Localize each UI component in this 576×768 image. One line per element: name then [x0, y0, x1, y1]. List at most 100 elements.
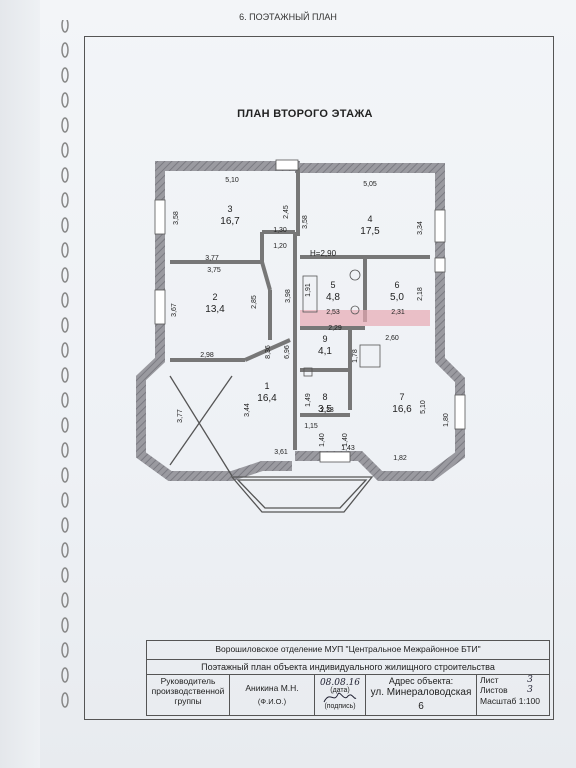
- dimension-label: 1,20: [273, 243, 287, 250]
- org-text: Ворошиловское отделение МУП "Центральное…: [215, 644, 481, 654]
- dimension-label: 5,10: [420, 400, 427, 414]
- binding-ring: [61, 92, 69, 108]
- dimension-label: 3,75: [207, 267, 221, 274]
- sheet-cell: [476, 674, 550, 716]
- room-area: 17,5: [360, 226, 380, 237]
- sheet-num: 3: [527, 675, 533, 685]
- binding-ring: [61, 592, 69, 608]
- windows: [154, 159, 466, 463]
- dimension-label: 1,80: [443, 413, 450, 427]
- dimension-label: 2,29: [328, 325, 342, 332]
- sign-label: (подпись): [324, 703, 356, 710]
- dimension-label: 3,34: [417, 221, 424, 235]
- binding-ring: [61, 20, 69, 33]
- binding-ring: [61, 367, 69, 383]
- binding-ring: [61, 642, 69, 658]
- dimension-label: 1,30: [273, 227, 287, 234]
- binding-ring: [61, 67, 69, 83]
- title-block: Ворошиловское отделение МУП "Центральное…: [146, 640, 550, 716]
- dimension-label: 3,77: [177, 409, 184, 423]
- doc-text: Поэтажный план объекта индивидуального ж…: [201, 662, 495, 672]
- binding-ring: [61, 617, 69, 633]
- binding-ring: [61, 492, 69, 508]
- room-number: 3: [227, 204, 232, 214]
- room-number: 1: [264, 381, 269, 391]
- date-label: (дата): [330, 687, 350, 694]
- dimension-label: 2,45: [283, 205, 290, 219]
- dimension-label: 1,40: [319, 433, 326, 447]
- binding-ring: [61, 42, 69, 58]
- sheets-label: Листов: [480, 685, 508, 695]
- binding-ring: [61, 392, 69, 408]
- room-area: 16,6: [392, 404, 412, 415]
- sheet-label: Лист: [480, 675, 499, 685]
- binding-ring: [61, 542, 69, 558]
- binding-ring: [61, 667, 69, 683]
- dimension-label: 1,78: [352, 349, 359, 363]
- dimension-label: 1,40: [342, 433, 349, 447]
- dimension-label: 3,58: [173, 211, 180, 225]
- signature: [323, 692, 357, 703]
- room-number: 6: [394, 280, 399, 290]
- binding-ring: [61, 442, 69, 458]
- room-number: 5: [330, 280, 335, 290]
- room-area: 16,4: [257, 393, 277, 404]
- dimension-label: 8,36: [265, 345, 272, 359]
- binding-ring: [61, 217, 69, 233]
- binding-ring: [61, 517, 69, 533]
- address-num: 6: [418, 701, 424, 712]
- room-area: 13,4: [205, 304, 225, 315]
- binding-ring: [61, 292, 69, 308]
- section-header: 6. ПОЭТАЖНЫЙ ПЛАН: [239, 12, 337, 22]
- dimension-label: 1,91: [305, 283, 312, 297]
- dimension-label: 5,05: [363, 181, 377, 188]
- drawing-frame: [84, 36, 554, 720]
- room-area: 3,5: [318, 404, 332, 415]
- binding-ring: [61, 117, 69, 133]
- dimension-label: 3,44: [244, 403, 251, 417]
- dimension-label: 1,43: [341, 445, 355, 452]
- dimension-label: 6,96: [284, 345, 291, 359]
- dimension-label: 3,77: [205, 255, 219, 262]
- room-number: 7: [399, 392, 404, 402]
- dimension-label: 2,31: [391, 309, 405, 316]
- room-number: 4: [367, 214, 372, 224]
- binding-ring: [61, 567, 69, 583]
- binding-shadow: [0, 0, 40, 768]
- dimension-label: 2,18: [417, 287, 424, 301]
- binding-ring: [61, 692, 69, 708]
- spiral-binding: [61, 20, 69, 708]
- binding-ring: [61, 467, 69, 483]
- dimension-label: 2,98: [200, 352, 214, 359]
- room-area: 5,0: [390, 292, 404, 303]
- binding-ring: [61, 417, 69, 433]
- dimension-label: 2,53: [326, 309, 340, 316]
- address-label: Адрес объекта:: [388, 676, 454, 686]
- room-number: 9: [322, 334, 327, 344]
- partition-strip: [300, 310, 430, 326]
- fio-label: (Ф.И.О.): [257, 697, 287, 706]
- binding-ring: [61, 267, 69, 283]
- dimension-label: 3,61: [274, 449, 288, 456]
- room-area: 16,7: [220, 216, 240, 227]
- address-street: ул. Минераловодская: [370, 687, 472, 698]
- dimension-label: 3,58: [302, 215, 309, 229]
- plan-title: ПЛАН ВТОРОГО ЭТАЖА: [237, 108, 373, 120]
- binding-ring: [61, 167, 69, 183]
- sheets-num: 3: [527, 685, 533, 695]
- name-cell: [229, 674, 315, 716]
- room-area: 4,8: [326, 292, 340, 303]
- dimension-label: 1,82: [393, 455, 407, 462]
- bay-window: [169, 375, 374, 513]
- dimension-label: 1,15: [304, 423, 318, 430]
- dimension-label: 5,10: [225, 177, 239, 184]
- dimension-label: 2,60: [385, 335, 399, 342]
- dimension-label: 2,33: [320, 407, 334, 414]
- scale-label: Масштаб 1:100: [480, 696, 540, 706]
- binding-ring: [61, 342, 69, 358]
- dimension-label: 2,85: [251, 295, 258, 309]
- fixtures: [302, 269, 381, 377]
- name-text: Аникина М.Н.: [245, 683, 299, 693]
- role-text: Руководитель производственной группы: [151, 676, 225, 706]
